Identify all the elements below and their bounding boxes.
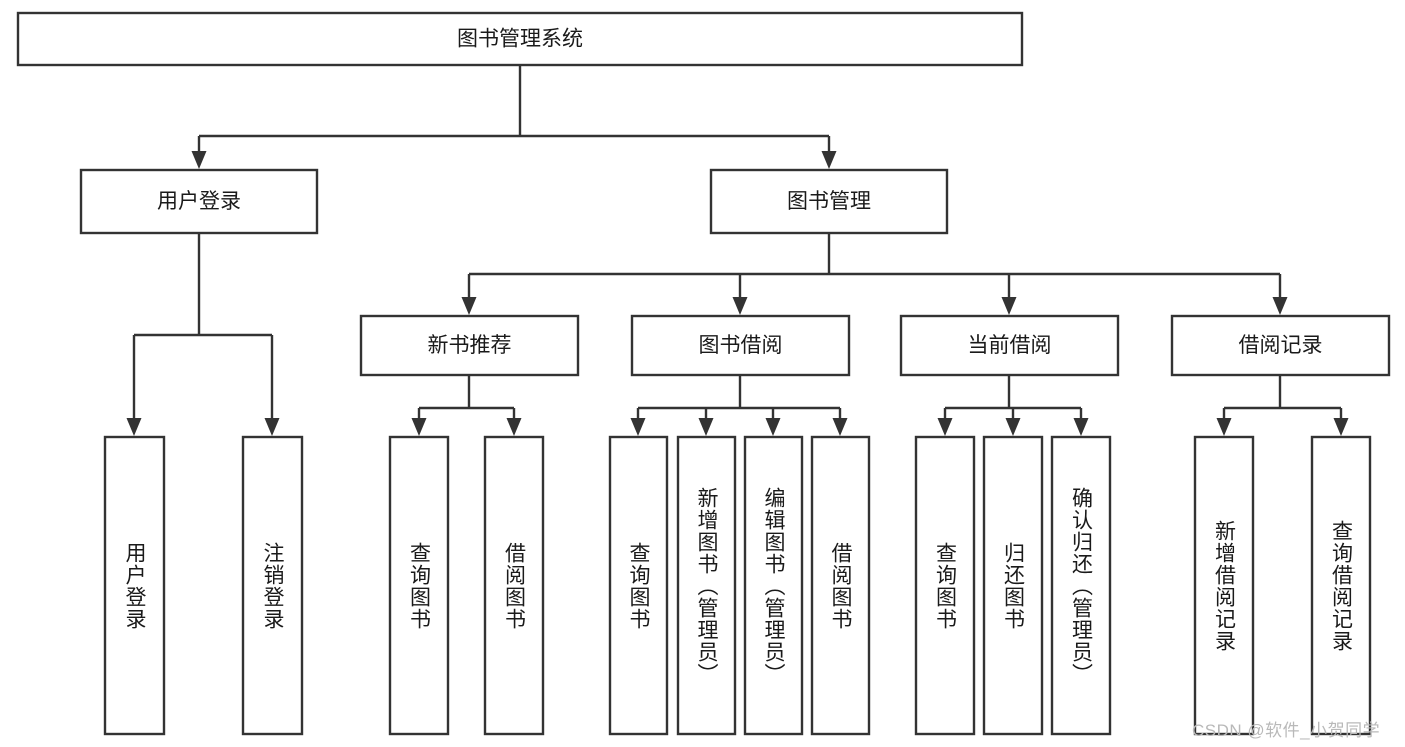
arrow-borrow-to-leaves-2 [765, 418, 781, 436]
level3-node-box-0[interactable] [359, 314, 580, 377]
level3-node-box-3[interactable] [1170, 314, 1391, 377]
level3-node-box-2[interactable] [899, 314, 1120, 377]
arrow-current-borrow-to-leaves-2 [1073, 418, 1089, 436]
level3-node-label-0: 新书推荐 [428, 334, 512, 357]
arrow-root-to-level2-1 [821, 151, 837, 169]
leaf-node-box-8[interactable] [914, 435, 976, 736]
leaf-node-box-4[interactable] [608, 435, 669, 736]
arrow-book-mgmt-to-level3-3 [1272, 297, 1288, 315]
leaf-node-box-3[interactable] [483, 435, 545, 736]
arrow-borrow-to-leaves-3 [832, 418, 848, 436]
arrow-borrow-record-to-leaves-0 [1216, 418, 1232, 436]
leaf-node-box-5[interactable] [676, 435, 737, 736]
arrow-borrow-to-leaves-0 [630, 418, 646, 436]
leaf-node-box-0[interactable] [103, 435, 166, 736]
arrow-book-mgmt-to-level3-0 [461, 297, 477, 315]
level3-node-box-1[interactable] [630, 314, 851, 377]
arrow-new-book-to-leaves-1 [506, 418, 522, 436]
leaf-node-box-9[interactable] [982, 435, 1044, 736]
level2-node-label-1: 图书管理 [787, 190, 871, 213]
arrow-user-login-to-leaves-0 [126, 418, 142, 436]
arrow-book-mgmt-to-level3-1 [732, 297, 748, 315]
csdn-watermark: CSDN @软件_小贺同学 [1192, 721, 1381, 740]
arrow-user-login-to-leaves-1 [264, 418, 280, 436]
root-node-box[interactable] [16, 11, 1024, 67]
level2-node-box-1[interactable] [709, 168, 949, 235]
level3-node-label-1: 图书借阅 [699, 334, 783, 357]
arrow-book-mgmt-to-level3-2 [1001, 297, 1017, 315]
leaf-node-box-7[interactable] [810, 435, 871, 736]
arrow-borrow-to-leaves-1 [698, 418, 714, 436]
arrow-root-to-level2-0 [191, 151, 207, 169]
level2-node-label-0: 用户登录 [157, 190, 241, 213]
leaf-node-box-1[interactable] [241, 435, 304, 736]
leaf-node-box-11[interactable] [1193, 435, 1255, 736]
level2-node-box-0[interactable] [79, 168, 319, 235]
arrow-current-borrow-to-leaves-1 [1005, 418, 1021, 436]
root-node-label: 图书管理系统 [457, 28, 583, 51]
leaf-node-box-12[interactable] [1310, 435, 1372, 736]
arrow-new-book-to-leaves-0 [411, 418, 427, 436]
connector-layer [126, 65, 1349, 436]
leaf-node-box-6[interactable] [743, 435, 804, 736]
arrow-current-borrow-to-leaves-0 [937, 418, 953, 436]
level3-node-label-3: 借阅记录 [1239, 334, 1323, 357]
level3-node-label-2: 当前借阅 [968, 334, 1052, 357]
leaf-node-box-10[interactable] [1050, 435, 1112, 736]
node-box-layer [16, 11, 1391, 736]
leaf-node-box-2[interactable] [388, 435, 450, 736]
arrow-borrow-record-to-leaves-1 [1333, 418, 1349, 436]
